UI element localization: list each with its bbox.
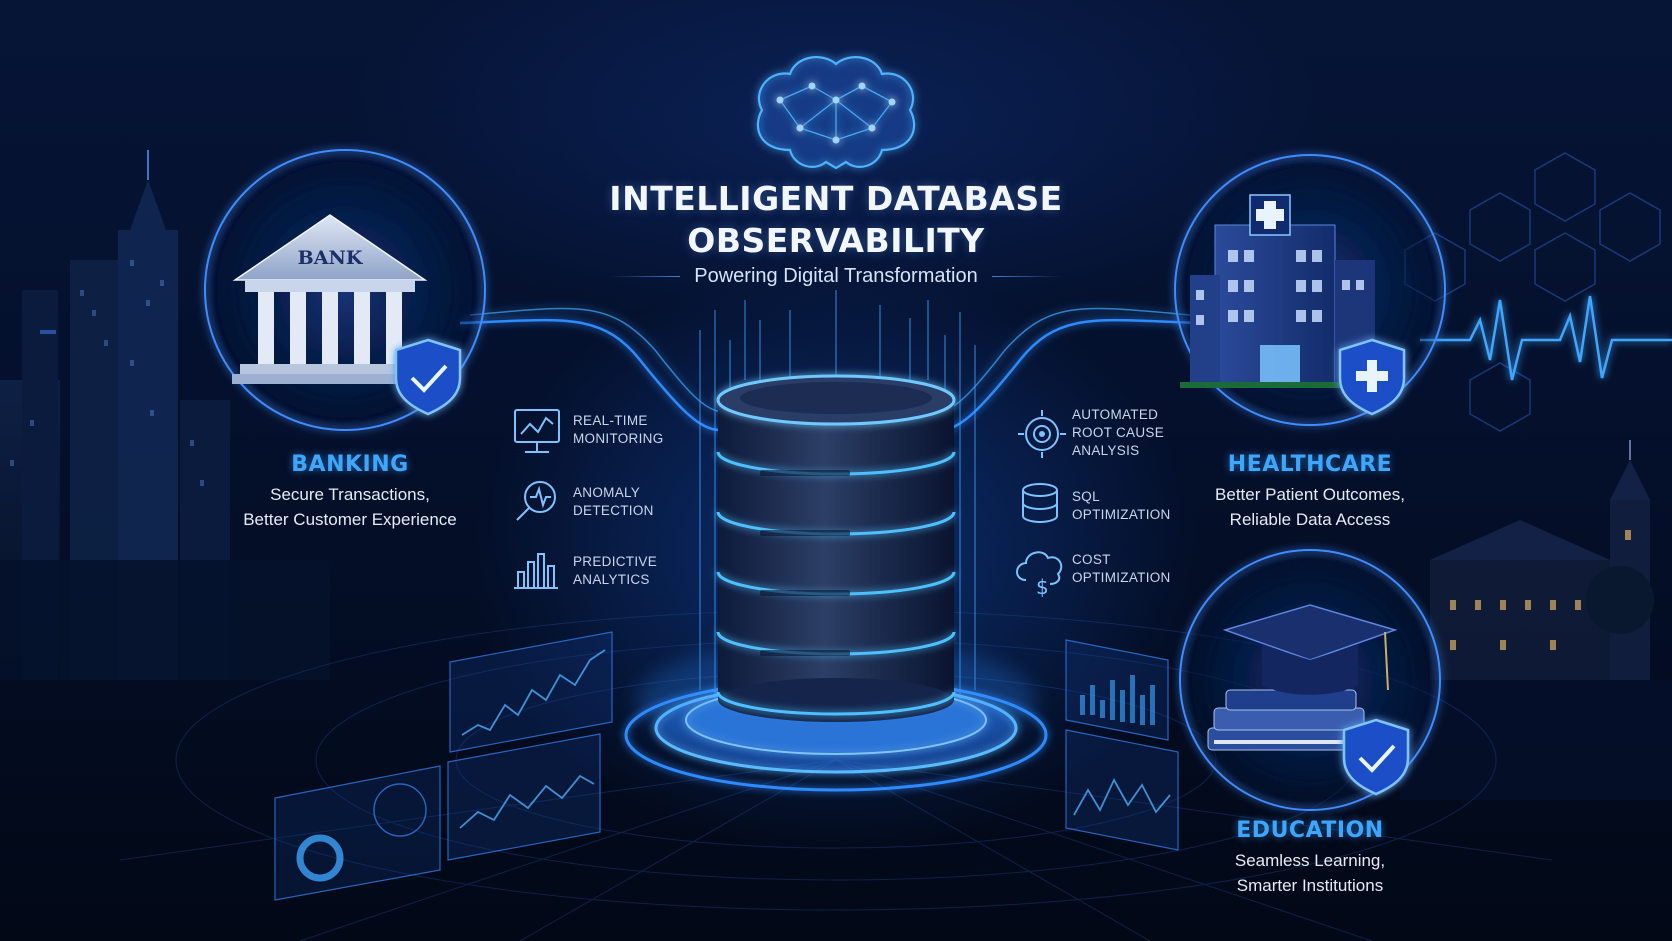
feature-label-line: Root Cause — [1072, 425, 1165, 440]
page-subtitle: Powering Digital Transformation — [694, 264, 978, 287]
feature-label-line: Cost — [1072, 552, 1111, 567]
education-desc-line-2: Smarter Institutions — [1236, 876, 1384, 895]
bank-sign: BANK — [298, 247, 364, 269]
svg-text:$: $ — [1036, 575, 1049, 599]
hex-grid — [1404, 152, 1661, 432]
bar-chart-icon — [514, 553, 558, 589]
feature-cost-optimization: Cost Optimization — [1072, 551, 1184, 587]
education-title: EDUCATION — [1236, 818, 1384, 843]
campus-scene — [1400, 440, 1672, 800]
feature-label-line: Analysis — [1072, 443, 1140, 458]
feature-label-line: Analytics — [573, 572, 650, 587]
feature-label-line: Optimization — [1072, 507, 1171, 522]
feature-label: Anomaly Detection — [573, 484, 685, 520]
feature-label-line: Anomaly — [573, 485, 641, 500]
subtitle-divider-right — [991, 275, 1062, 277]
cloud-dollar-icon: $ — [1016, 551, 1063, 599]
banking-shield-icon — [394, 338, 462, 416]
graduation-cap-books-icon — [1207, 604, 1398, 751]
education-shield-icon — [1342, 718, 1410, 796]
feature-real-time-monitoring: Real-Time Monitoring — [573, 412, 685, 448]
dashboard-panel-right — [1065, 639, 1179, 851]
monitor-chart-icon — [514, 409, 560, 453]
feature-root-cause-analysis: Automated Root Cause Analysis — [1072, 406, 1184, 460]
magnifier-pulse-icon — [516, 481, 556, 521]
healthcare-title: HEALTHCARE — [1227, 452, 1393, 477]
connection-lines — [459, 307, 1201, 432]
education-description: Seamless Learning, Smarter Institutions — [1170, 848, 1450, 898]
feature-label-line: Real-Time — [573, 413, 648, 428]
healthcare-desc-line-2: Reliable Data Access — [1229, 510, 1391, 529]
feature-label: Cost Optimization — [1072, 551, 1184, 587]
dashboard-panel-left — [274, 631, 613, 901]
feature-label: Predictive Analytics — [573, 553, 685, 589]
healthcare-description: Better Patient Outcomes, Reliable Data A… — [1160, 482, 1460, 532]
city-skyline — [0, 150, 330, 680]
banking-desc-line-1: Secure Transactions, — [270, 485, 430, 504]
feature-label-line: Optimization — [1072, 570, 1171, 585]
feature-label: Automated Root Cause Analysis — [1072, 406, 1184, 460]
bank-building-icon — [232, 214, 428, 384]
brain-network-icon — [756, 56, 916, 170]
feature-label: SQL Optimization — [1072, 488, 1184, 524]
education-desc-line-1: Seamless Learning, — [1234, 851, 1386, 870]
target-gear-icon — [1018, 410, 1066, 458]
banking-description: Secure Transactions, Better Customer Exp… — [200, 482, 500, 532]
page-title: INTELLIGENT DATABASE OBSERVABILITY — [536, 178, 1136, 262]
subtitle-divider-left — [610, 275, 681, 277]
feature-label-line: Detection — [573, 503, 654, 518]
banking-title: BANKING — [291, 452, 409, 477]
feature-label: Real-Time Monitoring — [573, 412, 685, 448]
feature-label-line: Automated — [1072, 407, 1159, 422]
feature-label-line: Monitoring — [573, 431, 664, 446]
title-line-1: INTELLIGENT DATABASE — [609, 179, 1063, 218]
feature-label-line: Predictive — [573, 554, 658, 569]
heartbeat-line — [1420, 295, 1672, 381]
banking-desc-line-2: Better Customer Experience — [243, 510, 457, 529]
feature-label-line: SQL — [1072, 489, 1100, 504]
feature-anomaly-detection: Anomaly Detection — [573, 484, 685, 520]
feature-sql-optimization: SQL Optimization — [1072, 488, 1184, 524]
database-stack-icon — [624, 374, 1048, 792]
healthcare-desc-line-1: Better Patient Outcomes, — [1215, 485, 1405, 504]
subtitle-row: Powering Digital Transformation — [610, 263, 1062, 289]
database-icon — [1022, 483, 1058, 523]
healthcare-shield-icon — [1338, 338, 1406, 416]
feature-predictive-analytics: Predictive Analytics — [573, 553, 685, 589]
title-line-2: OBSERVABILITY — [687, 221, 985, 260]
